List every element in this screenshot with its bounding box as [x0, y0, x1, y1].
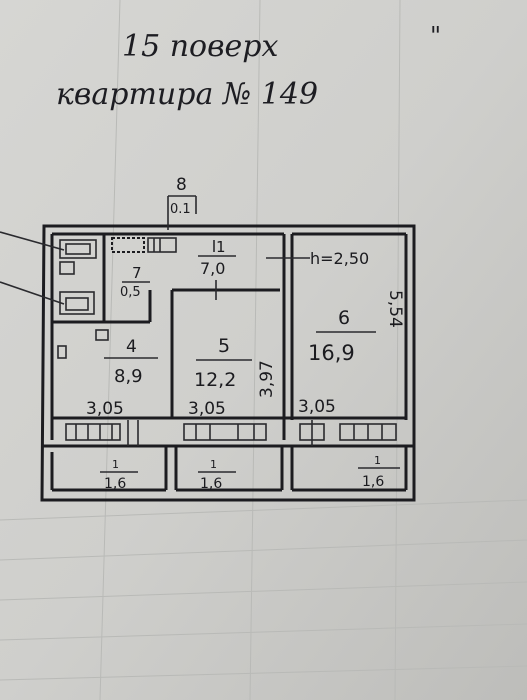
corner-mark: ": [430, 22, 441, 50]
room-5-number: 5: [218, 335, 230, 357]
interior-walls: [50, 232, 408, 440]
balcony-1-label: 1: [112, 458, 119, 471]
room-5-width: 3,05: [188, 399, 226, 419]
corridor-area: 0.1: [170, 202, 191, 217]
ceiling-height: h=2,50: [310, 249, 369, 268]
floor-label: 15 поверх: [122, 29, 279, 64]
room-6-area: 16,9: [308, 341, 355, 365]
room-4-width: 3,05: [86, 399, 124, 419]
balcony-2-label: 1: [210, 458, 217, 471]
room-1-number: 1: [216, 238, 226, 256]
balcony-2-area: 1,6: [200, 476, 222, 492]
room-5-height: 3,97: [257, 360, 277, 398]
apartment-label: квартира № 149: [56, 77, 318, 112]
room-1-area: 7,0: [200, 259, 225, 278]
corridor-number: 8: [176, 175, 187, 195]
room-6-width: 3,05: [298, 397, 336, 417]
room-4-area: 8,9: [114, 366, 143, 387]
room-6-number: 6: [338, 307, 350, 329]
room-4-number: 4: [126, 337, 137, 357]
outer-walls: [40, 224, 416, 502]
balcony-3-area: 1,6: [362, 474, 384, 490]
balcony-1-area: 1,6: [104, 476, 126, 492]
balcony-3-label: 1: [374, 454, 381, 467]
room-7-number: 7: [132, 264, 142, 282]
room-5-area: 12,2: [194, 369, 236, 391]
pointer-lines: [0, 231, 65, 305]
room-6-height: 5,54: [385, 290, 405, 328]
corridor-8-marker: [167, 195, 197, 230]
room-7-area: 0,5: [120, 285, 141, 300]
balcony-strip: [50, 446, 408, 492]
windows: [65, 420, 397, 446]
bathroom-fixtures: [57, 237, 177, 359]
